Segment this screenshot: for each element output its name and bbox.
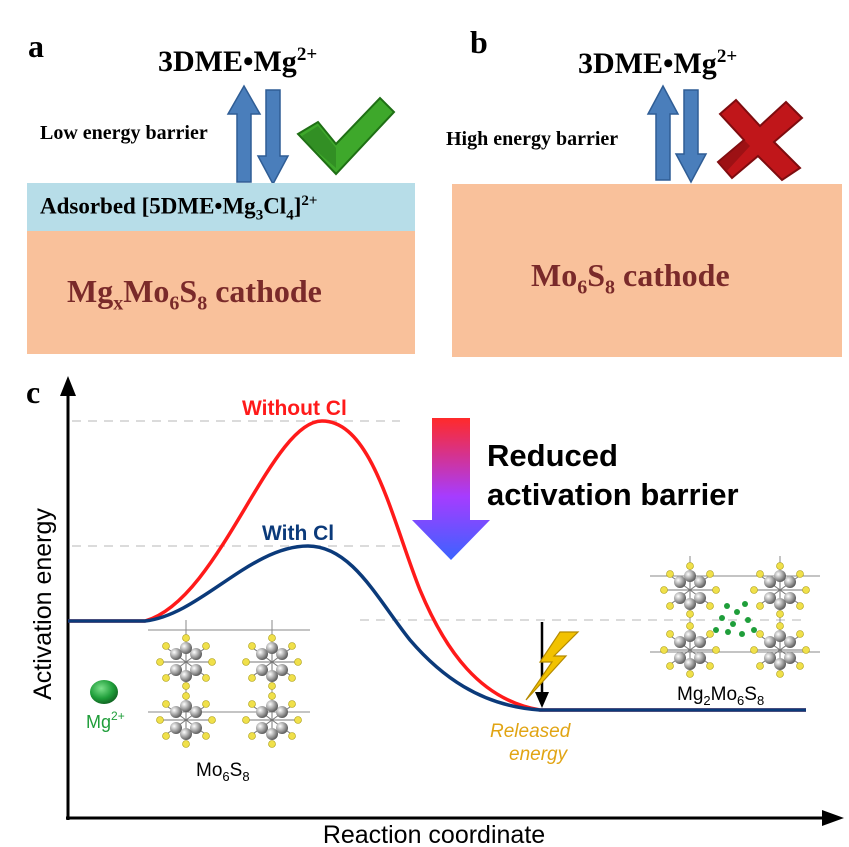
species-name: 3DME•Mg bbox=[578, 47, 717, 80]
lightning-bolt-icon bbox=[525, 631, 580, 701]
structure-part: S bbox=[744, 684, 757, 705]
structure-part: Mg bbox=[677, 684, 703, 705]
x-axis-label: Reaction coordinate bbox=[323, 821, 545, 847]
up-arrow bbox=[646, 84, 680, 181]
cathode-part: Mo bbox=[531, 257, 578, 293]
mo6s8-cathode-block bbox=[452, 184, 842, 357]
cathode-part: Mg bbox=[67, 273, 114, 309]
cathode-sub: 8 bbox=[197, 292, 208, 315]
panel-letter-b: b bbox=[470, 24, 488, 60]
reduced-barrier-arrow-icon bbox=[412, 418, 490, 560]
mg2mo6s8-structure-label: Mg2Mo6S8 bbox=[677, 684, 764, 708]
species-name: 3DME•Mg bbox=[158, 45, 297, 78]
cathode-sub: x bbox=[113, 292, 124, 315]
down-arrow bbox=[674, 89, 708, 184]
adsorbed-part: Adsorbed [5DME•Mg bbox=[40, 193, 256, 219]
adsorbed-part: ] bbox=[293, 193, 302, 219]
with-cl-label: With Cl bbox=[262, 522, 334, 545]
mg-ion-label: Mg2+ bbox=[86, 709, 125, 732]
without-cl-label: Without Cl bbox=[242, 397, 347, 420]
cathode-sub: 8 bbox=[605, 276, 615, 299]
cross-mark-icon bbox=[716, 98, 804, 182]
panel-letter-a: a bbox=[28, 28, 44, 64]
up-arrow bbox=[226, 84, 262, 183]
mg-ion-sphere bbox=[90, 680, 118, 704]
structure-part: Mo bbox=[711, 684, 737, 705]
curve-without-cl bbox=[68, 419, 806, 712]
adsorbed-part: Cl bbox=[263, 193, 287, 219]
panel-a-barrier-label: Low energy barrier bbox=[40, 122, 208, 144]
species-charge: 2+ bbox=[716, 46, 738, 67]
released-label-line1: Released bbox=[490, 721, 572, 742]
mg-ion-symbol: Mg bbox=[86, 712, 111, 732]
curve-with-cl bbox=[68, 544, 806, 712]
structure-part: S bbox=[230, 760, 243, 781]
y-axis-arrowhead bbox=[60, 376, 76, 396]
panel-a-species-label: 3DME•Mg2+ bbox=[158, 44, 317, 79]
structure-sub: 2 bbox=[703, 693, 710, 708]
reduced-label-line1: Reduced bbox=[487, 438, 618, 473]
adsorbed-layer bbox=[27, 183, 415, 231]
panel-b-species-label: 3DME•Mg2+ bbox=[578, 46, 737, 81]
down-arrow bbox=[256, 89, 290, 186]
released-label-line2: energy bbox=[509, 744, 569, 765]
cathode-part: S bbox=[587, 257, 605, 293]
mgx-cathode-block bbox=[27, 231, 415, 354]
panel-b-barrier-label: High energy barrier bbox=[446, 128, 619, 150]
adsorbed-label: Adsorbed [5DME•Mg3Cl4]2+ bbox=[40, 193, 317, 224]
panel-a-exchange-arrows bbox=[226, 84, 290, 186]
mo6s8-structure-image bbox=[148, 620, 310, 748]
cathode-part: Mo bbox=[123, 273, 170, 309]
check-mark-icon bbox=[296, 96, 396, 176]
structure-sub: 6 bbox=[222, 769, 229, 784]
structure-part: Mo bbox=[196, 760, 222, 781]
released-energy-arrowhead bbox=[535, 692, 549, 708]
adsorbed-charge: 2+ bbox=[301, 193, 318, 209]
panel-b-exchange-arrows bbox=[646, 84, 708, 184]
y-axis-label: Activation energy bbox=[29, 508, 57, 700]
mg-ion-charge: 2+ bbox=[111, 709, 125, 723]
mg-ions-cluster bbox=[713, 601, 757, 637]
mo6s8-cathode-label: Mo6S8 cathode bbox=[531, 257, 730, 299]
adsorbed-sub: 4 bbox=[286, 207, 294, 224]
cathode-part: cathode bbox=[615, 257, 730, 293]
species-charge: 2+ bbox=[296, 44, 318, 65]
mg2mo6s8-structure-image bbox=[650, 556, 820, 678]
cathode-part: cathode bbox=[207, 273, 322, 309]
structure-sub: 6 bbox=[737, 693, 744, 708]
mgx-cathode-label: MgxMo6S8 cathode bbox=[67, 273, 322, 315]
cathode-part: S bbox=[179, 273, 198, 309]
structure-sub: 8 bbox=[757, 693, 764, 708]
structure-sub: 8 bbox=[242, 769, 249, 784]
x-axis-arrowhead bbox=[822, 810, 844, 826]
cathode-sub: 6 bbox=[577, 276, 588, 299]
adsorbed-sub: 3 bbox=[255, 207, 264, 224]
reduced-label-line2: activation barrier bbox=[487, 477, 739, 512]
mo6s8-structure-label: Mo6S8 bbox=[196, 760, 250, 784]
cathode-sub: 6 bbox=[169, 292, 180, 315]
panel-letter-c: c bbox=[26, 374, 41, 410]
